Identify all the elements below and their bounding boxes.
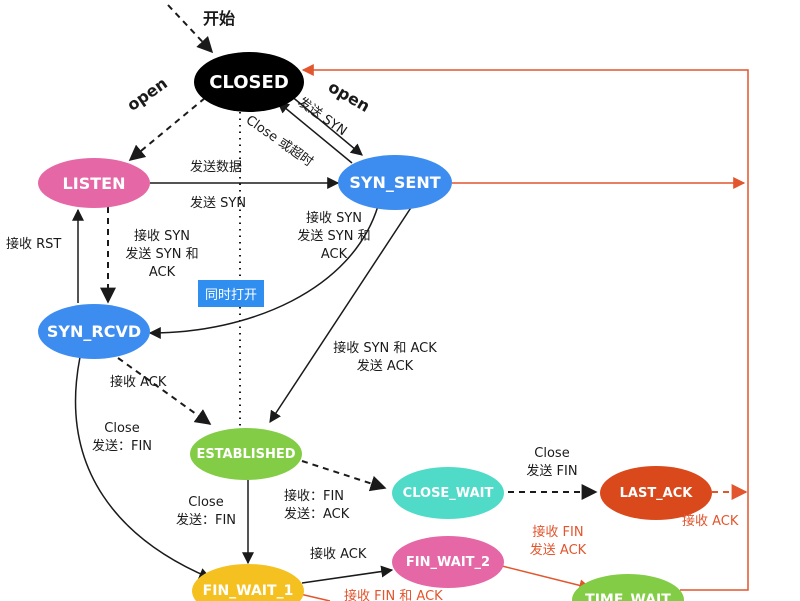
label-recv-syn-right-line2: 发送 SYN 和 (297, 229, 371, 244)
edge-closed-listen (128, 97, 206, 162)
state-last-ack: LAST_ACK (600, 466, 712, 520)
label-close-left-line2: 发送：FIN (91, 439, 153, 454)
label-recv-syn-left: 接收 SYN 发送 SYN 和 ACK (112, 228, 212, 282)
state-syn-sent: SYN_SENT (338, 155, 452, 210)
label-recv-fin-line1: 接收：FIN (284, 489, 345, 504)
label-recv-fin-send-ack-red: 接收 FIN 发送 ACK (518, 524, 598, 560)
label-send-syn-listen: 发送 SYN (190, 196, 247, 211)
state-close-wait: CLOSE_WAIT (392, 467, 504, 519)
label-recv-ack-finwait: 接收 ACK (310, 547, 367, 562)
label-close-send-fin-right: Close 发送 FIN (512, 445, 592, 481)
start-label: 开始 (203, 9, 236, 28)
label-close-send-fin-left: Close 发送：FIN (82, 420, 162, 456)
label-recv-syn-left-line2: 发送 SYN 和 (125, 247, 199, 262)
label-recv-syn-ack-line1: 接收 SYN 和 ACK (333, 341, 437, 356)
edge-finwait1-finwait2 (301, 565, 394, 584)
state-fin-wait-1: FIN_WAIT_1 (192, 564, 304, 601)
state-closed: CLOSED (194, 52, 304, 112)
label-recv-fin-line2: 发送：ACK (284, 507, 350, 522)
label-recv-syn-ack-line2: 发送 ACK (356, 359, 414, 374)
red-loop (301, 64, 749, 591)
simultaneous-open-badge: 同时打开 (198, 280, 265, 307)
label-recv-syn-left-line3: ACK (148, 265, 176, 280)
label-recv-fin-and-ack: 接收 FIN 和 ACK (344, 589, 443, 601)
label-close-right-line2: 发送 FIN (526, 464, 578, 479)
edge-synsent-closed (277, 101, 353, 164)
label-close-mid-line1: Close (188, 495, 224, 510)
edge-synrcvd-established (117, 357, 212, 425)
edge-finwait1-timewait (299, 593, 331, 601)
label-recv-syn-right-line3: ACK (320, 247, 348, 262)
label-recv-syn-ack-send-ack: 接收 SYN 和 ACK 发送 ACK (318, 340, 452, 376)
edge-closed-synsent (289, 94, 363, 156)
label-recv-syn-right: 接收 SYN 发送 SYN 和 ACK (282, 210, 386, 264)
label-recv-fin-red-line1: 接收 FIN (532, 525, 584, 540)
edge-synsent-established (269, 199, 417, 424)
state-listen: LISTEN (38, 158, 150, 208)
edge-synrcvd-finwait1 (74, 356, 212, 580)
edge-finwait2-timewait (501, 565, 592, 592)
label-close-send-fin-mid: Close 发送：FIN (166, 494, 246, 530)
label-recv-syn-left-line1: 接收 SYN (133, 229, 191, 244)
label-close-mid-line2: 发送：FIN (175, 513, 237, 528)
state-fin-wait-2: FIN_WAIT_2 (392, 536, 504, 588)
label-recv-fin-send-ack: 接收：FIN 发送：ACK (284, 488, 349, 524)
label-recv-syn-right-line1: 接收 SYN (305, 211, 363, 226)
state-established: ESTABLISHED (190, 428, 302, 480)
label-recv-fin-red-line2: 发送 ACK (529, 543, 587, 558)
state-syn-rcvd: SYN_RCVD (38, 304, 150, 359)
label-recv-rst: 接收 RST (6, 237, 62, 252)
label-close-left-line1: Close (104, 421, 140, 436)
edge-synsent-synrcvd (148, 205, 379, 339)
label-send-data: 发送数据 (190, 160, 243, 175)
label-close-right-line1: Close (534, 446, 570, 461)
label-recv-ack-last: 接收 ACK (682, 514, 739, 529)
label-recv-ack: 接收 ACK (110, 375, 167, 390)
edge-established-closewait (301, 460, 387, 492)
